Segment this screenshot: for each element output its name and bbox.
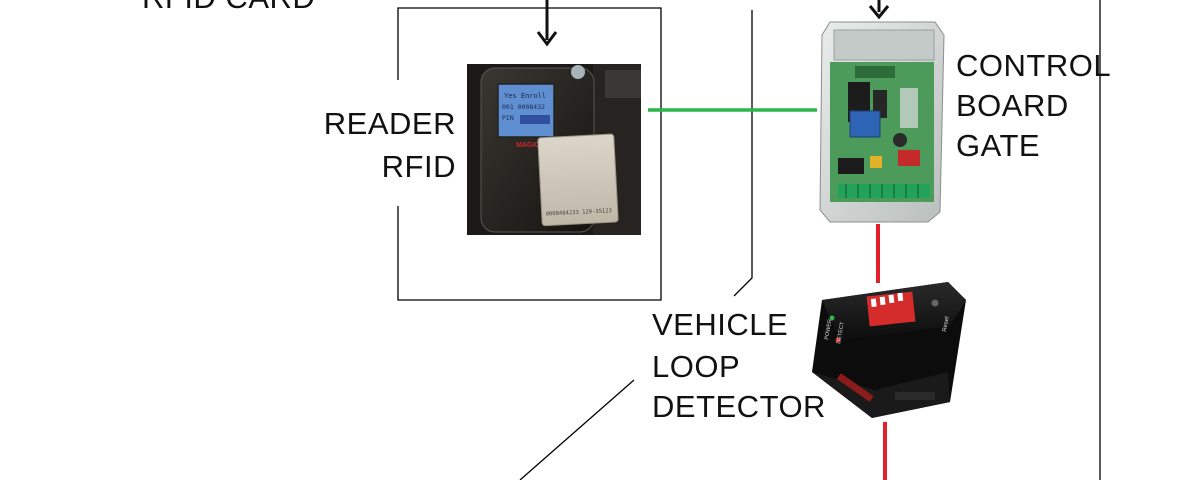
detector-label-reset: Reset [942,316,951,333]
vehicle-label-line-3: DETECTOR [652,389,826,424]
control-label-line-1: CONTROL [956,48,1112,83]
reader-screen-line-2: 001 0008432 [502,103,545,111]
detector-label-detect: DETECT [836,321,846,344]
control-label-line-2: BOARD [956,88,1069,123]
vehicle-label-line-1: VEHICLE [652,307,789,342]
loop-diagonal-line [519,379,635,480]
down-arrow-icon [536,0,558,47]
reader-brand: MAGIC [516,142,539,149]
down-arrow-icon [868,0,890,20]
control-board-photo [819,21,945,223]
rfid-card: 0008484233 129-35123 [537,133,619,227]
loop-lead-line [733,10,753,297]
reader-frame [397,7,662,301]
rfid-reader-photo: Yes Enroll 001 0008432 PIN MAGIC 0008484… [467,64,641,235]
reader-label-line-2: RFID [381,149,456,184]
loop-detector-photo: POWER DETECT Reset [812,282,966,418]
rfid-card-label: RFID CARD [142,0,315,18]
card-number: 0008484233 129-35123 [546,208,612,217]
reader-label-line-1: READER [323,106,456,141]
reader-screen-line-1: Yes Enroll [504,92,546,100]
detector-label-power: POWER [824,319,834,341]
control-label-line-3: GATE [956,128,1041,163]
reader-screen-line-3: PIN [502,114,514,122]
vehicle-label-line-2: LOOP [652,349,741,384]
